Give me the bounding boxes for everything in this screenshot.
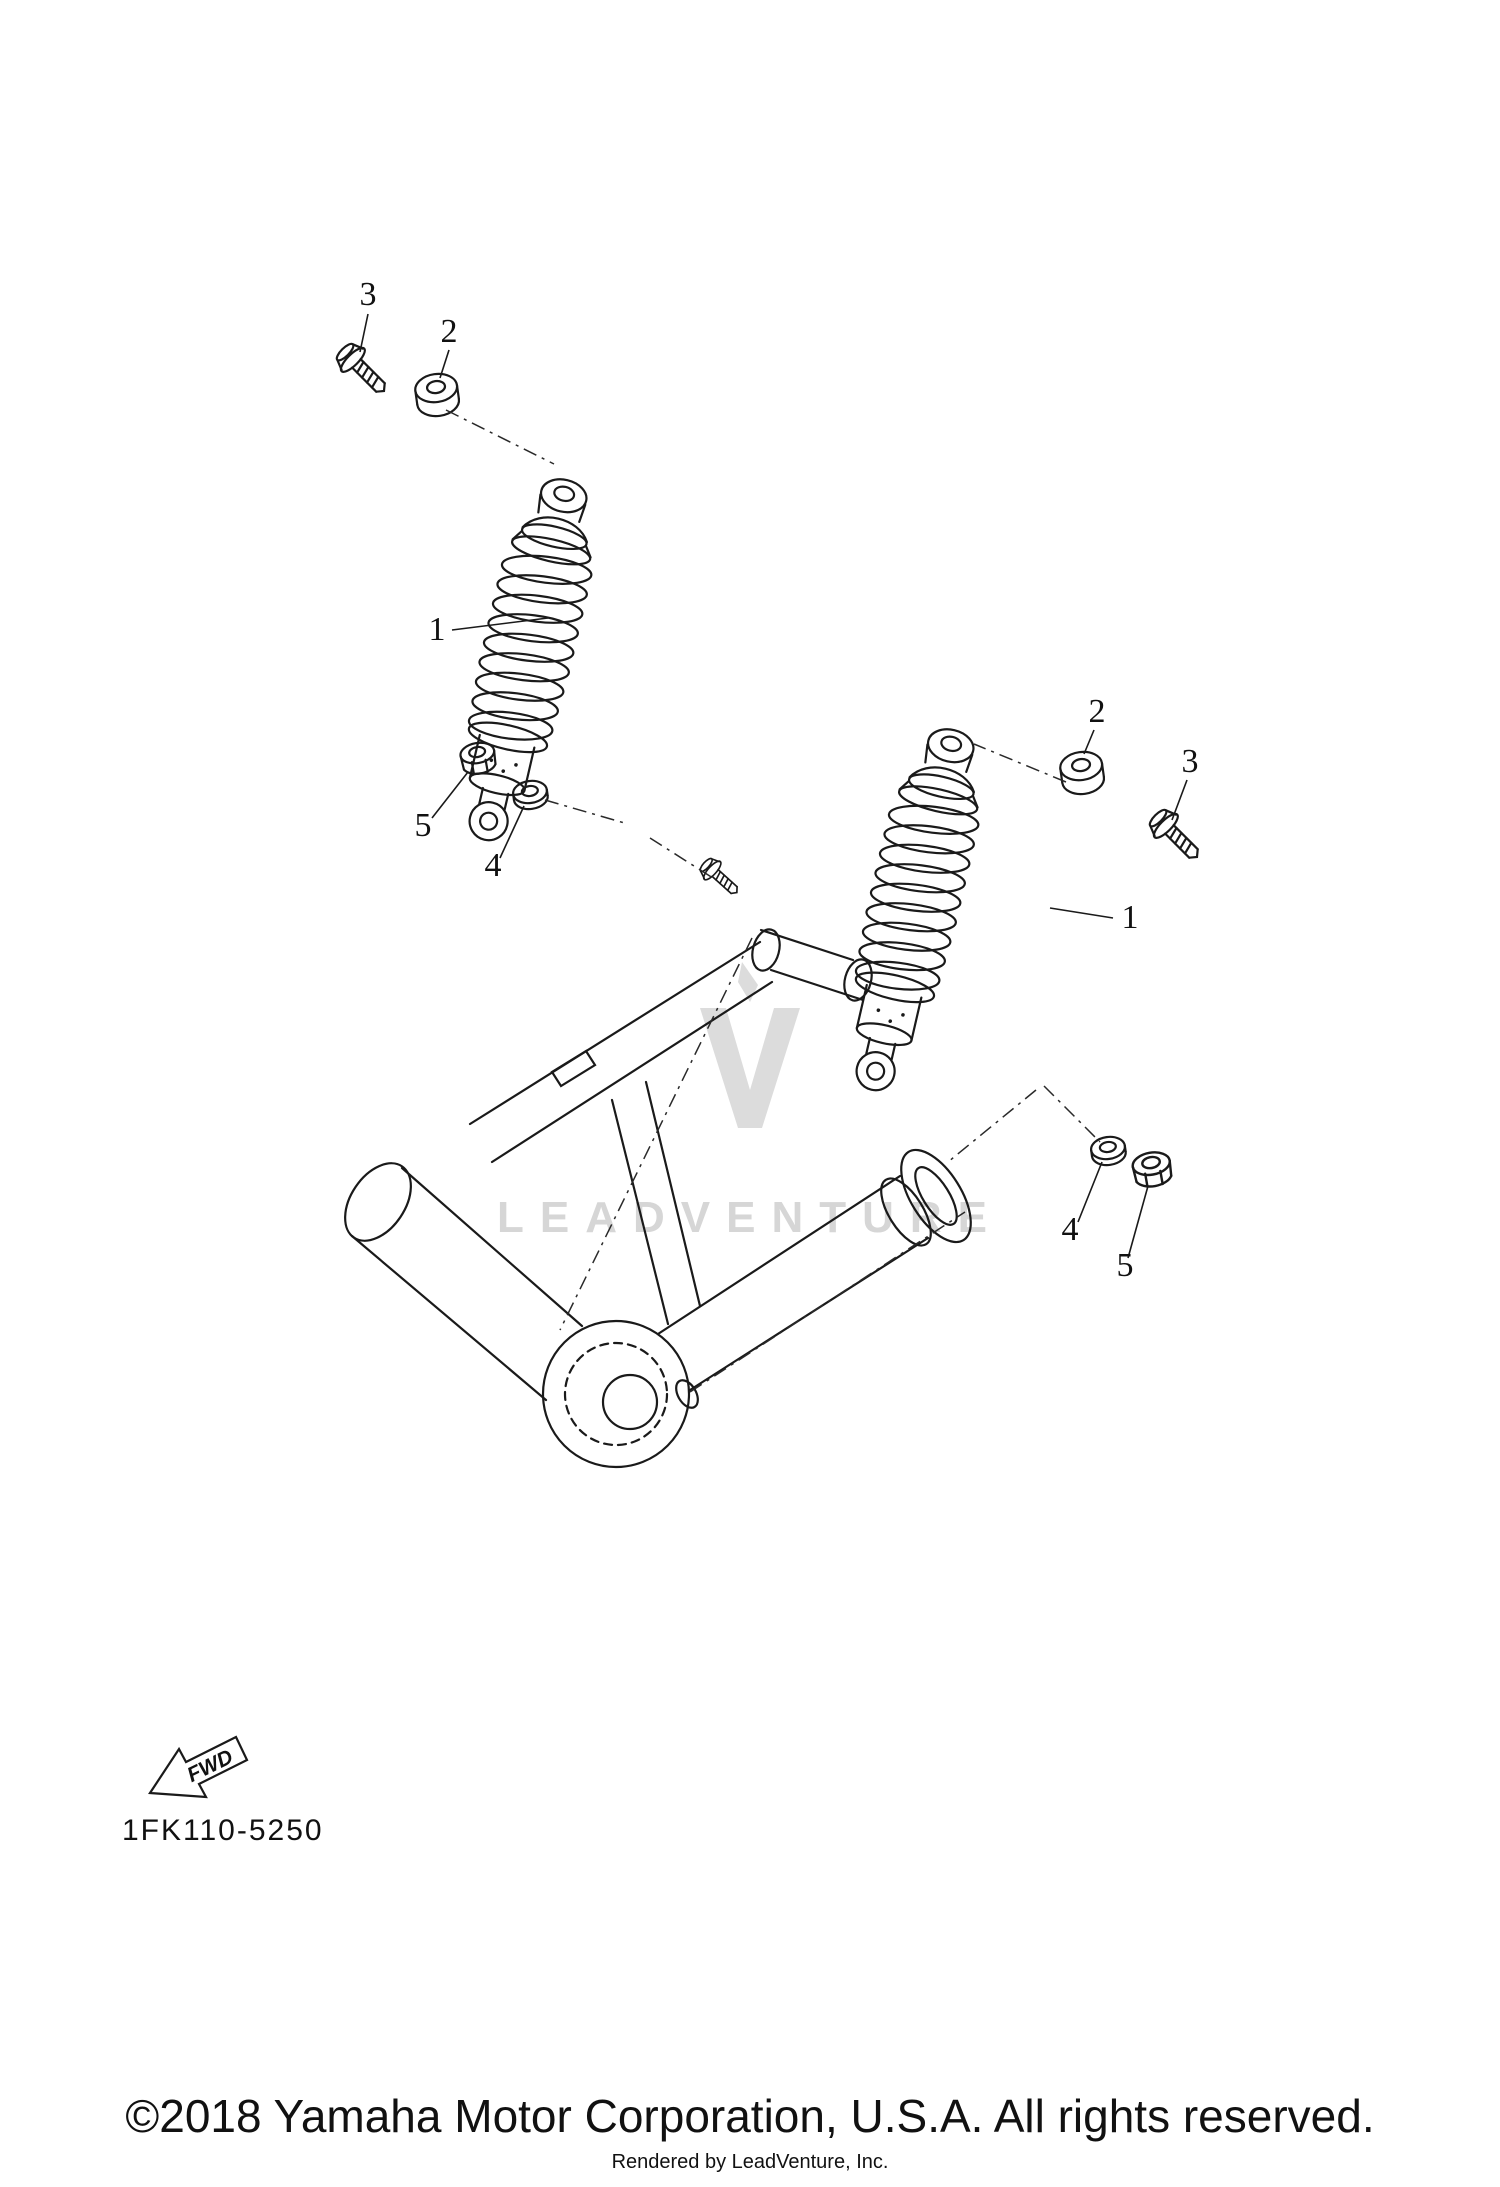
copyright-text: ©2018 Yamaha Motor Corporation, U.S.A. A…	[125, 2090, 1374, 2142]
leader-line	[1127, 1185, 1149, 1259]
callout-right-bolt: 3	[1182, 743, 1199, 780]
swingarm	[344, 853, 972, 1469]
leader-line	[451, 617, 549, 631]
callout-right-shock: 1	[1122, 899, 1139, 936]
callout-left-bolt: 3	[360, 276, 377, 313]
callout-left-bushing: 2	[441, 313, 458, 350]
callout-right-washer: 4	[1062, 1211, 1079, 1248]
callout-right-bushing: 2	[1089, 693, 1106, 730]
leader-line	[439, 349, 450, 379]
fwd-arrow-icon	[148, 1735, 249, 1799]
mount-bolt-right	[1142, 802, 1210, 870]
centerlines	[559, 937, 966, 1393]
leader-line	[359, 313, 369, 353]
part-alignment-lines	[445, 409, 1101, 1163]
leader-line	[431, 771, 469, 819]
bushing-right	[1057, 748, 1107, 798]
leader-line	[1171, 779, 1188, 821]
diagram-part-code: 1FK110-5250	[122, 1814, 324, 1847]
fwd-indicator: FWD	[148, 1735, 249, 1799]
fwd-label: FWD	[184, 1745, 237, 1787]
pivot-stud	[695, 853, 746, 903]
callout-left-washer: 4	[485, 847, 502, 884]
leadventure-logo-icon	[700, 962, 800, 1128]
callouts: 3 2 1 5 4 2 3 1 4 5	[359, 276, 1199, 1284]
mount-bolt-top-left	[329, 336, 397, 404]
callout-left-nut: 5	[415, 807, 432, 844]
nut-right	[1129, 1148, 1175, 1191]
leader-line	[1049, 907, 1114, 919]
callout-left-shock: 1	[429, 611, 446, 648]
rear-shock-left	[438, 468, 614, 852]
watermark-text: LEADVENTURE	[497, 1193, 1003, 1242]
washer-right	[1088, 1133, 1129, 1169]
bushing-top-left	[412, 370, 462, 420]
leader-line	[1077, 1161, 1103, 1223]
leader-line	[1083, 729, 1095, 755]
callout-right-nut: 5	[1117, 1247, 1134, 1284]
leader-line	[499, 805, 525, 859]
rendered-by-link[interactable]: Rendered by LeadVenture, Inc.	[612, 2151, 889, 2173]
rear-shock-right	[825, 718, 1001, 1102]
leadventure-watermark: LEADVENTURE	[497, 962, 1003, 1242]
